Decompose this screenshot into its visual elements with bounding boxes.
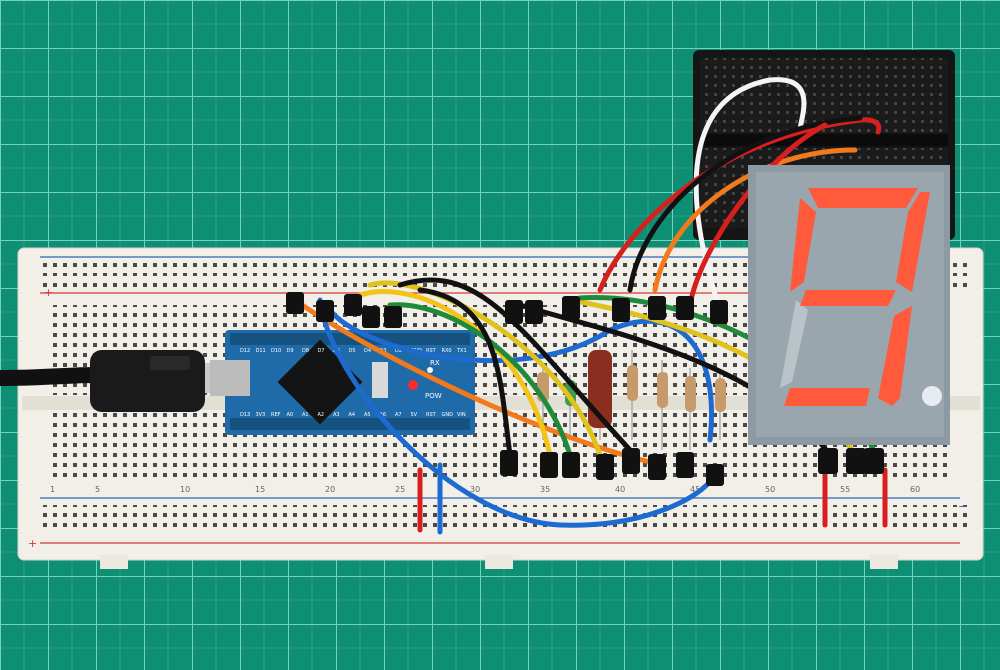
arduino-pin-label: RST [426, 348, 437, 354]
arduino-pin-label: D2 [395, 348, 402, 354]
arduino-pow-label: POW [425, 392, 442, 400]
decimal-point [922, 386, 942, 406]
arduino-pin-label: D5 [349, 348, 356, 354]
column-label: 25 [395, 485, 405, 494]
rail-plus-bottom: + [28, 537, 37, 550]
column-label: 20 [325, 485, 335, 494]
segment-g [800, 290, 896, 306]
seven-segment-display-icon [748, 165, 950, 445]
arduino-pin-label: D4 [364, 348, 371, 354]
segment-c [878, 306, 912, 406]
segment-f [790, 198, 816, 292]
arduino-pin-label: REF [271, 412, 281, 418]
arduino-pin-label: D13 [240, 412, 250, 418]
column-label: 50 [765, 485, 775, 494]
arduino-pin-label: 5V [411, 412, 418, 418]
arduino-pin-label: 3V3 [256, 412, 266, 418]
column-label: 1 [50, 485, 55, 494]
arduino-pin-label: D7 [318, 348, 325, 354]
segment-b [896, 192, 930, 292]
arduino-pin-label: D12 [240, 348, 250, 354]
arduino-pin-label: D9 [287, 348, 294, 354]
column-label: 15 [255, 485, 265, 494]
arduino-pin-label: VIN [457, 412, 466, 418]
wire-plug-ends [286, 292, 728, 486]
column-label: 60 [910, 485, 920, 494]
rail-plus-top: + [44, 286, 53, 299]
arduino-pin-label: A3 [333, 412, 340, 418]
rail-minus-bottom: − [958, 500, 967, 513]
arduino-pin-label: RST [426, 412, 437, 418]
column-label: 30 [470, 485, 480, 494]
column-label: 35 [540, 485, 550, 494]
column-label: 40 [615, 485, 625, 494]
arduino-pin-label: D10 [271, 348, 281, 354]
arduino-pin-label: D8 [302, 348, 309, 354]
arduino-pin-label: D11 [256, 348, 266, 354]
arduino-pin-label: A1 [302, 412, 309, 418]
arduino-pin-label: A7 [395, 412, 402, 418]
arduino-pin-label: A4 [349, 412, 356, 418]
column-label: 45 [690, 485, 700, 494]
column-label: 55 [840, 485, 850, 494]
arduino-rx-label: RX [430, 359, 440, 367]
arduino-pin-label: A6 [380, 412, 387, 418]
column-label: 5 [95, 485, 100, 494]
segment-e [780, 300, 808, 388]
arduino-pin-label: RX0 [442, 348, 452, 354]
arduino-pin-label: A5 [364, 412, 371, 418]
arduino-pin-label: GND [442, 412, 454, 418]
arduino-pin-label: A2 [318, 412, 325, 418]
arduino-pin-label: TX1 [456, 348, 467, 354]
display-pins [818, 448, 884, 474]
arduino-pin-label: A0 [287, 412, 294, 418]
column-label: 10 [180, 485, 190, 494]
segment-d [784, 388, 870, 406]
segment-a [808, 188, 918, 208]
arduino-nano-icon [210, 330, 475, 435]
